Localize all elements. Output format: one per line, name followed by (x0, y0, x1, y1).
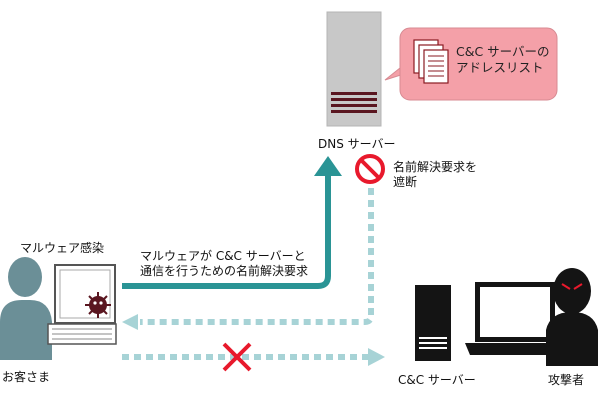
cc-server-label: C&C サーバー (398, 373, 476, 387)
blocked-connection-path (122, 348, 385, 366)
document-icon (413, 39, 449, 84)
dns-server-label: DNS サーバー (318, 137, 396, 151)
customer-person-icon (0, 257, 52, 360)
blocked-response-path (122, 188, 374, 330)
cc-server-icon (415, 285, 451, 361)
name-resolution-request-label: マルウェアが C&C サーバーと 通信を行うための名前解決要求 (140, 249, 309, 278)
malware-icon (85, 292, 111, 318)
address-list-label: C&C サーバーの アドレスリスト (456, 44, 550, 75)
cross-icon (222, 342, 252, 372)
dns-request-arrow (122, 156, 342, 289)
attacker-laptop-icon (465, 282, 563, 355)
prohibited-icon (355, 154, 385, 184)
dns-server-icon (326, 11, 382, 127)
attacker-label: 攻撃者 (548, 373, 585, 387)
malware-infection-label: マルウェア感染 (20, 241, 105, 255)
customer-label: お客さま (2, 370, 51, 384)
attacker-person-icon (546, 268, 598, 366)
block-request-label: 名前解決要求を 遮断 (393, 160, 478, 189)
